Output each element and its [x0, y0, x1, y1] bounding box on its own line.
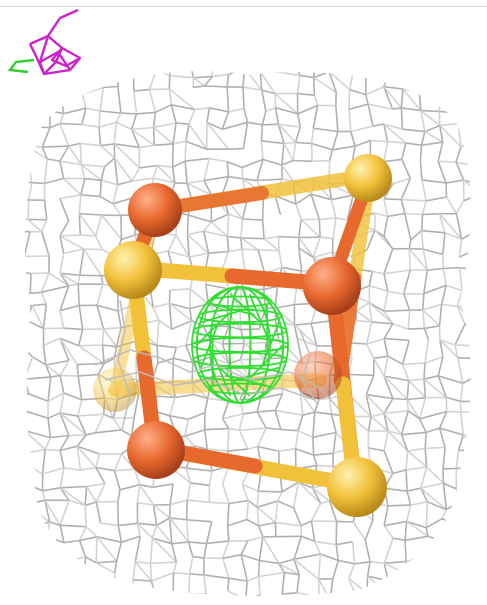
electron-density-mesh [24, 71, 471, 596]
sulfur-atom-back-lower [93, 368, 137, 412]
iron-atom-back-left [128, 183, 182, 237]
iron-atom-front-upper-right [303, 257, 361, 315]
magenta-ligand-fragment [28, 8, 82, 76]
iron-atom-back-lower [294, 351, 342, 399]
ligand-green-fragment [7, 58, 35, 74]
sulfur-atom-back-right [344, 154, 392, 202]
sulfur-atom-front-upper-left [104, 241, 162, 299]
iron-atom-front-lower-left [127, 421, 185, 479]
sulfur-atom-front-lower-right [327, 457, 387, 517]
top-border [0, 0, 487, 7]
mesh-foreground-strands [94, 299, 341, 431]
